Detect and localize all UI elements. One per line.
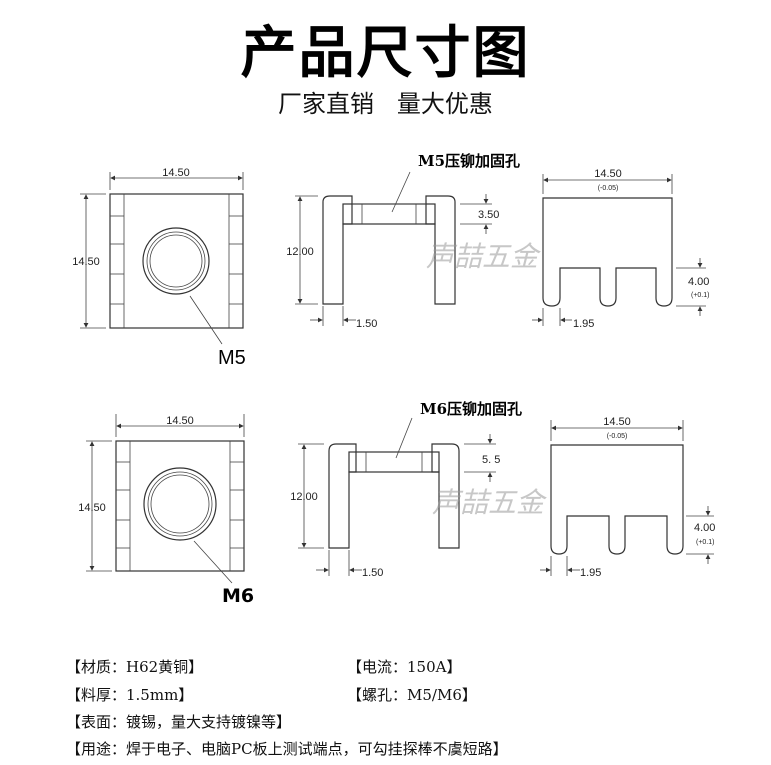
spec-screw-hole: 【螺孔：M5/M6】	[347, 686, 477, 704]
page-title: 产品尺寸图	[240, 20, 531, 86]
spec-surface: 【表面：镀锡，量大支持镀镍等】	[66, 713, 292, 731]
watermark: 声喆五金	[432, 486, 547, 519]
side-thickness-dim-m6: 1.50	[362, 567, 383, 579]
spec-current: 【电流：150A】	[347, 658, 462, 676]
spec-usage: 【用途：焊于电子、电脑PC板上测试端点，可勾挂探棒不虞短路】	[66, 740, 508, 758]
end-width-tol-m6: (-0.05)	[607, 433, 628, 440]
end-slot-depth-dim-m6: 4.00	[694, 522, 715, 534]
end-slot-width-dim-m6: 1.95	[580, 567, 601, 579]
side-view-m6: 12.00 5. 5 1.50 M6压铆加固孔	[290, 400, 522, 579]
end-view-m6: 14.50 (-0.05) 4.00 (+0.1) 1.95	[540, 416, 715, 579]
side-thickness-dim: 1.50	[356, 318, 377, 330]
side-view-m5: 12.00 3.50 1.50 M5压铆加固孔	[286, 152, 520, 330]
end-width-dim-m6: 14.50	[603, 416, 631, 428]
front-height-dim-m6: 14.50	[78, 502, 106, 514]
front-view-m6: 14.50 14.50 M6	[78, 414, 254, 607]
side-inner-depth-dim-m6: 5. 5	[482, 454, 500, 466]
side-height-dim-m6: 12.00	[290, 491, 318, 503]
thread-label-m6: M6	[222, 585, 254, 607]
end-slot-depth-dim: 4.00	[688, 276, 709, 288]
side-height-dim: 12.00	[286, 246, 314, 258]
end-view-m5: 14.50 (-0.05) 4.00 (+0.1) 1.95	[532, 168, 709, 330]
technical-drawings: 14.50 14.50 M5 12.00 3.50 1.50 M5压铆加固孔 1…	[72, 152, 715, 607]
end-width-tol: (-0.05)	[598, 185, 619, 192]
front-height-dim: 14.50	[72, 256, 100, 268]
side-inner-depth-dim: 3.50	[478, 209, 499, 221]
callout-m6: M6压铆加固孔	[420, 400, 522, 418]
end-slot-width-dim: 1.95	[573, 318, 594, 330]
front-width-dim: 14.50	[162, 167, 190, 179]
watermark: 声喆五金	[426, 240, 541, 273]
callout-m5: M5压铆加固孔	[418, 152, 520, 170]
front-view-m5: 14.50 14.50 M5	[72, 167, 246, 369]
end-slot-tol: (+0.1)	[691, 292, 709, 299]
spec-material: 【材质：H62黄铜】	[66, 658, 204, 676]
front-width-dim-m6: 14.50	[166, 415, 194, 427]
thread-label-m5: M5	[218, 347, 246, 369]
end-slot-tol-m6: (+0.1)	[696, 539, 714, 546]
page-subtitle: 厂家直销 量大优惠	[278, 90, 493, 118]
end-width-dim: 14.50	[594, 168, 622, 180]
spec-thickness: 【料厚：1.5mm】	[66, 686, 194, 704]
